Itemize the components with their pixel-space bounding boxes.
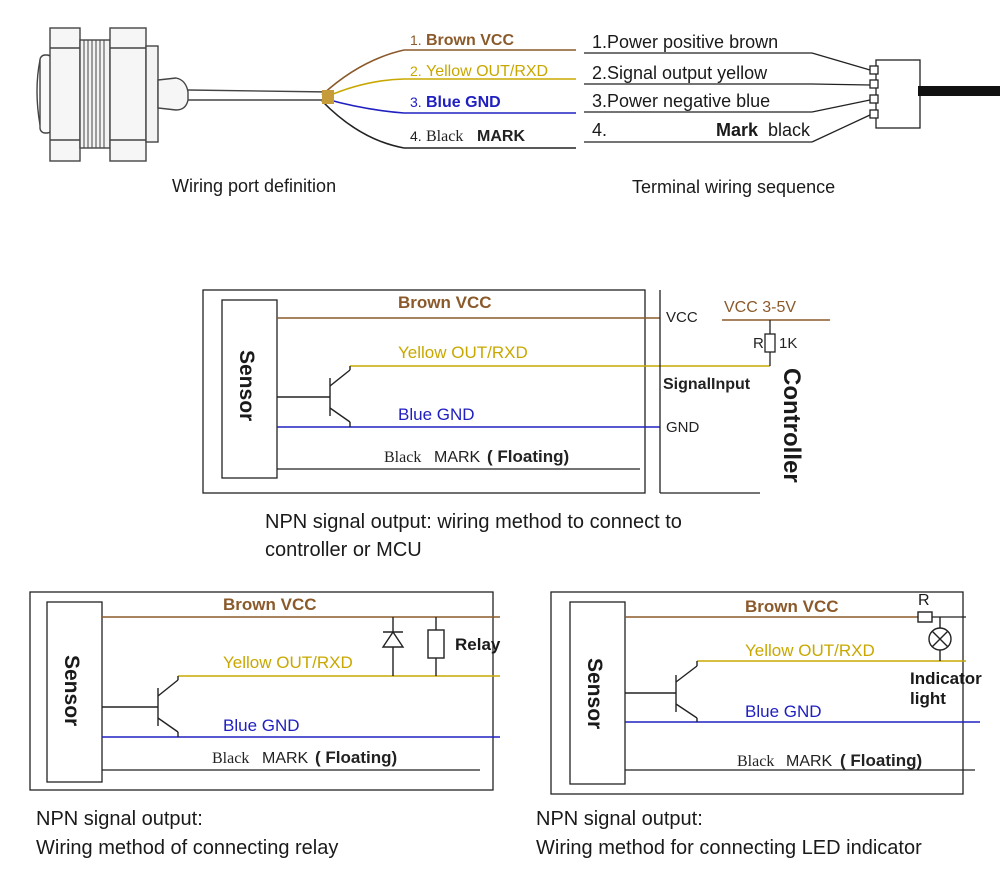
controller-floating: ( Floating)	[487, 447, 569, 466]
terminal-line-3: 3.Power negative blue	[592, 91, 770, 111]
led-brown-label: Brown VCC	[745, 597, 839, 616]
controller-black-serif: Black	[384, 449, 421, 466]
led-resistor-label: R	[918, 592, 930, 609]
wire-4-label-serif: Black	[426, 128, 463, 145]
led-floating: ( Floating)	[840, 751, 922, 770]
relay-blue-label: Blue GND	[223, 716, 300, 735]
relay-diagram	[29, 591, 500, 791]
wire-1-label: Brown VCC	[426, 32, 514, 49]
controller-diagram	[202, 289, 830, 494]
wire-4-label: MARK	[477, 128, 525, 145]
relay-caption-line-1: NPN signal output:	[36, 808, 203, 830]
terminal-line-4-number: 4.	[592, 120, 607, 140]
led-caption-line-1: NPN signal output:	[536, 808, 703, 830]
controller-vcc-pin: VCC	[666, 309, 698, 326]
led-black-mark: MARK	[786, 753, 833, 770]
controller-title: Controller	[778, 368, 805, 483]
led-black-serif: Black	[737, 753, 774, 770]
cable-fan-wires	[321, 49, 576, 149]
wire-3-number: 3.	[410, 94, 422, 110]
controller-caption-line-1: NPN signal output: wiring method to conn…	[265, 511, 682, 533]
wire-2-label: Yellow OUT/RXD	[426, 63, 548, 80]
sensor-illustration	[36, 27, 331, 162]
relay-caption-line-2: Wiring method of connecting relay	[36, 837, 339, 859]
relay-black-mark: MARK	[262, 750, 309, 767]
controller-brown-label: Brown VCC	[398, 293, 492, 312]
led-sensor-label: Sensor	[583, 658, 606, 729]
terminal-caption: Terminal wiring sequence	[632, 177, 835, 197]
wire-1-number: 1.	[410, 32, 422, 48]
relay-floating: ( Floating)	[315, 748, 397, 767]
controller-blue-label: Blue GND	[398, 405, 475, 424]
cable-tip	[322, 90, 334, 104]
indicator-light-label-1: Indicator	[910, 669, 982, 688]
wire-4-number: 4.	[410, 128, 422, 144]
pullup-resistor-r: R	[753, 335, 764, 352]
controller-signal-input-pin: SignalInput	[663, 376, 751, 393]
wire-3-label: Blue GND	[426, 94, 501, 111]
relay-yellow-label: Yellow OUT/RXD	[223, 653, 353, 672]
terminal-line-2: 2.Signal output yellow	[592, 63, 768, 83]
terminal-line-4-bold: Mark	[716, 120, 759, 140]
led-yellow-label: Yellow OUT/RXD	[745, 641, 875, 660]
terminal-leader-lines	[584, 52, 871, 143]
controller-black-mark: MARK	[434, 449, 481, 466]
led-caption-line-2: Wiring method for connecting LED indicat…	[536, 837, 922, 859]
relay-coil-label: Relay	[455, 635, 501, 654]
pullup-resistor-value: 1K	[779, 335, 797, 352]
relay-black-serif: Black	[212, 750, 249, 767]
terminal-line-1: 1.Power positive brown	[592, 32, 778, 52]
wire-2-number: 2.	[410, 63, 422, 79]
wiring-port-caption: Wiring port definition	[172, 176, 336, 196]
controller-yellow-label: Yellow OUT/RXD	[398, 343, 528, 362]
terminal-line-4-rest: black	[768, 120, 811, 140]
led-blue-label: Blue GND	[745, 702, 822, 721]
controller-sensor-label: Sensor	[235, 350, 258, 421]
controller-gnd-pin: GND	[666, 419, 700, 436]
led-diagram	[550, 591, 980, 795]
relay-brown-label: Brown VCC	[223, 595, 317, 614]
vcc-range-label: VCC 3-5V	[724, 299, 796, 316]
controller-caption-line-2: controller or MCU	[265, 539, 422, 561]
relay-sensor-label: Sensor	[60, 655, 83, 726]
indicator-light-label-2: light	[910, 689, 946, 708]
terminal-connector	[869, 59, 1000, 129]
